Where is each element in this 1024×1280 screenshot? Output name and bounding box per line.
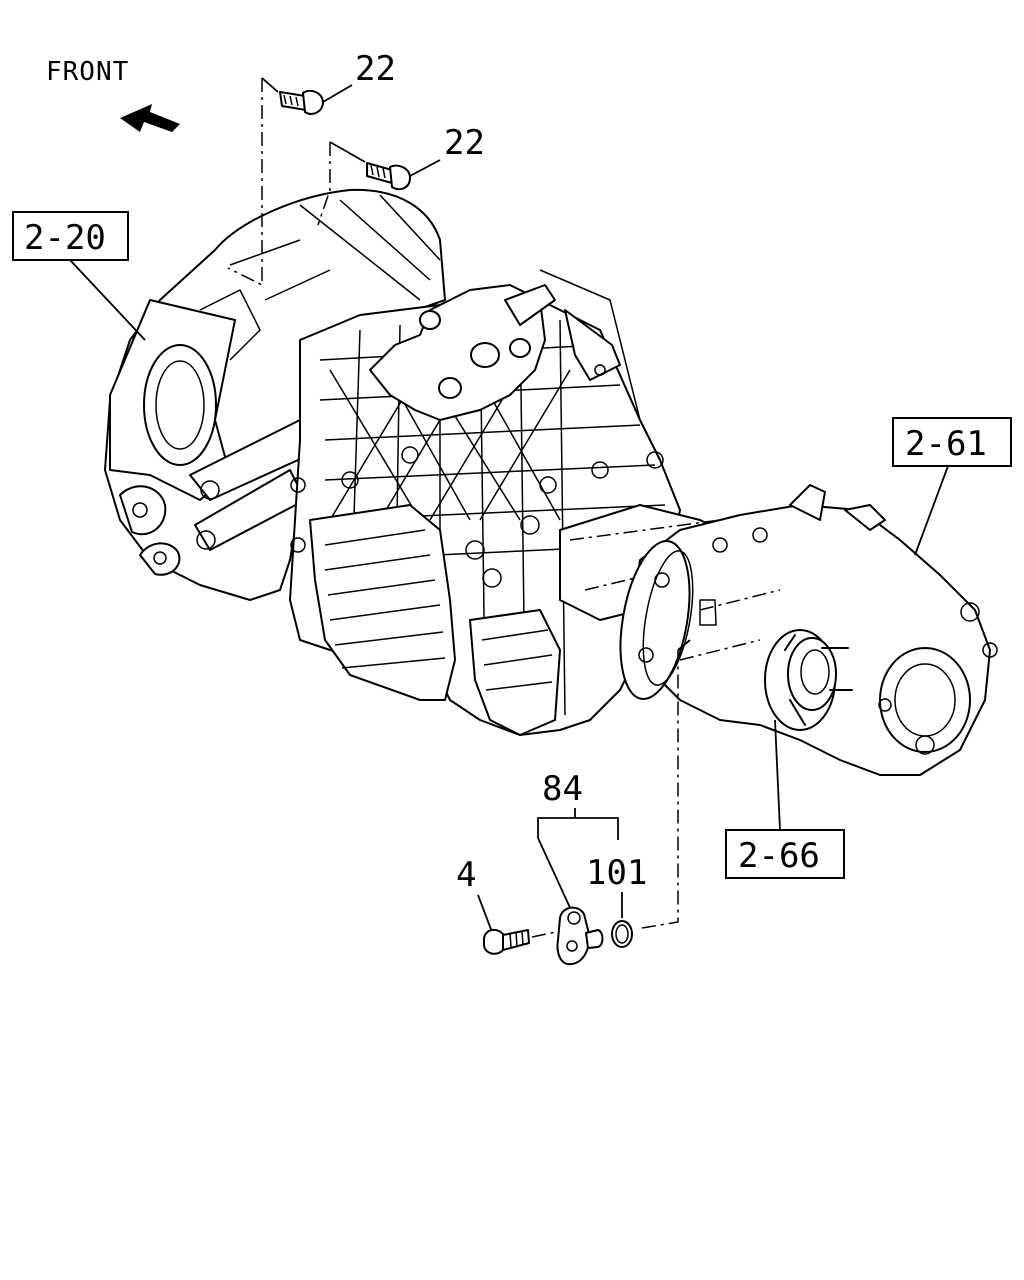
drain-bolt bbox=[483, 928, 530, 955]
callout-84: 84 bbox=[542, 769, 583, 809]
bolt-upper-b bbox=[366, 162, 411, 191]
bell-housing bbox=[104, 188, 446, 601]
callout-101: 101 bbox=[586, 853, 647, 893]
o-ring bbox=[611, 920, 633, 948]
transfer-case bbox=[619, 484, 998, 776]
callout-4: 4 bbox=[456, 855, 476, 895]
callout-22-a: 22 bbox=[355, 49, 396, 89]
callout-22-b: 22 bbox=[444, 123, 485, 163]
ref-box-2-66[interactable]: 2-66 bbox=[725, 829, 845, 879]
drain-plug-bracket bbox=[556, 906, 604, 966]
front-arrow-icon bbox=[120, 104, 180, 132]
ref-label-2-61: 2-61 bbox=[905, 424, 987, 464]
ref-box-2-61[interactable]: 2-61 bbox=[892, 417, 1012, 467]
side-cover bbox=[309, 504, 456, 701]
ref-box-2-20[interactable]: 2-20 bbox=[12, 211, 129, 261]
output-flange bbox=[764, 629, 853, 731]
input-shaft-opening bbox=[143, 344, 217, 466]
ref-label-2-20: 2-20 bbox=[24, 218, 106, 258]
front-label: FRONT bbox=[46, 57, 129, 87]
transmission-assembly bbox=[104, 188, 741, 736]
ref-label-2-66: 2-66 bbox=[738, 836, 820, 876]
bolt-upper-a bbox=[279, 89, 324, 115]
rear-cover bbox=[879, 647, 971, 753]
front-indicator: FRONT bbox=[46, 57, 180, 132]
